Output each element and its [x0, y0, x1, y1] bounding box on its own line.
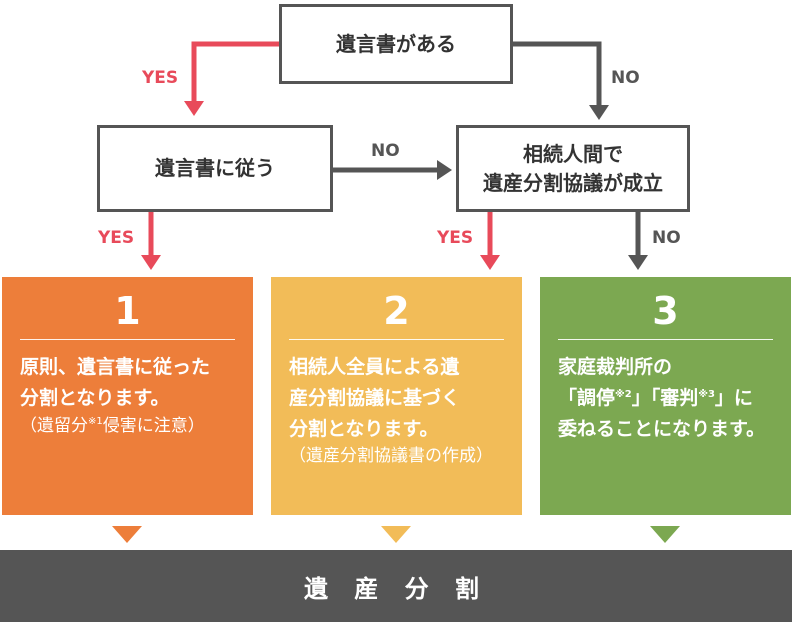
yes-arrowhead-2 [141, 255, 161, 270]
card-3-mark-b: ※3 [698, 388, 715, 400]
result-card-3: 3 家庭裁判所の 「調停※2」「審判※3」に 委ねることになります。 [540, 277, 791, 515]
no-arrowhead-3 [628, 255, 648, 270]
node-agreement: 相続人間で 遺産分割協議が成立 [456, 125, 690, 212]
card-3-mark-a: ※2 [615, 388, 632, 400]
card-1-divider [20, 339, 235, 340]
no-label-2: NO [371, 141, 400, 161]
yes-connector-1 [191, 41, 279, 102]
node-has-will-label: 遺言書がある [336, 31, 456, 56]
card-1-number: 1 [114, 289, 141, 333]
card-1-line1: 原則、遺言書に従った [20, 356, 211, 378]
card-1-text: 原則、遺言書に従った 分割となります。 （遺留分※1侵害に注意） [20, 352, 235, 439]
card-1-line2: 分割となります。 [20, 386, 170, 409]
card-2-text: 相続人全員による遺 産分割協議に基づく 分割となります。 （遺産分割協議書の作成… [289, 352, 504, 470]
card-2-line3: 分割となります。 [289, 417, 439, 440]
card-2-note: （遺産分割協議書の作成） [289, 446, 493, 467]
card-2-divider [289, 339, 504, 340]
result-card-1: 1 原則、遺言書に従った 分割となります。 （遺留分※1侵害に注意） [2, 277, 253, 515]
result-card-2: 2 相続人全員による遺 産分割協議に基づく 分割となります。 （遺産分割協議書の… [271, 277, 522, 515]
card-1-note-after: 侵害に注意） [102, 415, 205, 436]
no-connector-1 [513, 41, 602, 106]
card-3-number: 3 [652, 289, 679, 333]
node-follow-will-label: 遺言書に従う [155, 156, 275, 180]
node-follow-will: 遺言書に従う [97, 125, 333, 212]
card-3-line3: 委ねることになります。 [558, 417, 766, 440]
node-agreement-line1: 相続人間で [523, 141, 623, 166]
card-3-divider [558, 339, 773, 340]
yes-label-1: YES [142, 68, 179, 88]
no-label-1: NO [611, 68, 640, 88]
yes-arrowhead-3 [480, 255, 500, 270]
card-3-line2-b: 」「審判 [631, 386, 699, 409]
no-label-3: NO [652, 228, 681, 248]
node-agreement-line2: 遺産分割協議が成立 [483, 170, 663, 195]
node-has-will: 遺言書がある [279, 4, 513, 84]
estate-division-bar: 遺 産 分 割 [0, 550, 792, 622]
card-3-line2: 「調停※2」「審判※3」に [558, 387, 753, 409]
yes-label-3: YES [437, 228, 474, 248]
card-1-note: （遺留分※1侵害に注意） [20, 414, 235, 440]
card-3-line2-a: 「調停 [558, 386, 616, 409]
card-3-line1: 家庭裁判所の [558, 356, 673, 378]
card-2-line1: 相続人全員による遺 [289, 356, 460, 378]
yes-arrowhead-1 [184, 101, 204, 116]
down-triangle-3 [650, 526, 680, 543]
no-arrowhead-1 [589, 105, 609, 120]
card-1-note-mark: ※1 [88, 415, 103, 427]
card-2-number: 2 [383, 289, 410, 333]
estate-division-label: 遺 産 分 割 [303, 574, 489, 603]
down-triangle-2 [381, 526, 411, 543]
no-arrowhead-2 [437, 160, 452, 180]
card-3-line2-c: 」に [714, 386, 753, 409]
card-3-text: 家庭裁判所の 「調停※2」「審判※3」に 委ねることになります。 [558, 352, 773, 444]
card-1-note-before: （遺留分 [20, 415, 88, 436]
card-2-line2: 産分割協議に基づく [289, 386, 461, 409]
yes-label-2: YES [98, 228, 135, 248]
down-triangle-1 [112, 526, 142, 543]
